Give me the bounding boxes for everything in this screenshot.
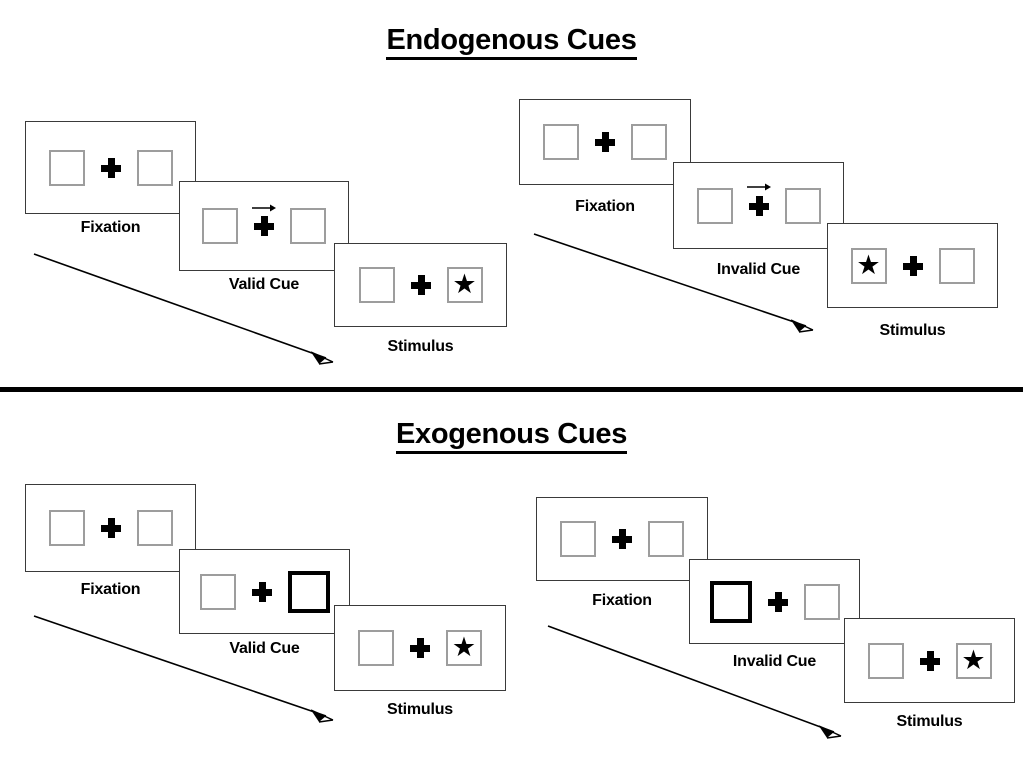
- panel-exogenous-valid-fixation[interactable]: [25, 484, 196, 572]
- section-title-exogenous-text: Exogenous Cues: [395, 418, 627, 454]
- placeholder-box-left: [560, 521, 596, 557]
- target-box-right: ★: [446, 630, 482, 666]
- panel-endogenous-valid-fixation[interactable]: [25, 121, 196, 214]
- panel-content: [690, 560, 859, 643]
- star-icon: ★: [451, 632, 477, 663]
- section-title-exogenous: Exogenous Cues: [0, 418, 1023, 454]
- star-icon: ★: [856, 249, 881, 281]
- placeholder-box-left: [358, 267, 395, 303]
- placeholder-box-left: [543, 124, 579, 160]
- panel-exogenous-invalid-stimulus[interactable]: ★: [844, 618, 1015, 703]
- caption-exogenous-valid-cue: Valid Cue: [229, 640, 300, 657]
- fixation-cross-icon: [767, 591, 788, 612]
- star-icon: ★: [452, 269, 477, 300]
- section-title-endogenous-text: Endogenous Cues: [386, 24, 637, 60]
- fixation-cross-icon: [612, 529, 632, 549]
- target-box-left: ★: [850, 247, 887, 284]
- placeholder-box-right: [938, 247, 975, 284]
- placeholder-box-left: [199, 573, 236, 610]
- target-box-right: ★: [955, 642, 992, 679]
- placeholder-box-left: [696, 187, 733, 224]
- caption-exogenous-invalid-fixation: Fixation: [592, 592, 652, 609]
- fixation-cross-icon: [100, 518, 121, 538]
- fixation-cross-icon: [251, 581, 272, 602]
- placeholder-box-right: [136, 510, 173, 546]
- fixation-cross-icon: [100, 157, 121, 178]
- panel-endogenous-invalid-stimulus[interactable]: ★: [827, 223, 998, 308]
- fixation-cross-icon: [254, 216, 274, 236]
- panel-exogenous-valid-stimulus[interactable]: ★: [334, 605, 506, 691]
- placeholder-box-left: [867, 642, 904, 679]
- placeholder-box-right: [136, 149, 173, 186]
- fixation-cross-icon: [902, 255, 923, 276]
- caption-endogenous-invalid-fixation: Fixation: [575, 198, 635, 215]
- placeholder-box-right: [290, 208, 326, 244]
- caption-exogenous-valid-fixation: Fixation: [80, 581, 141, 598]
- placeholder-box-left: [202, 208, 238, 244]
- panel-exogenous-valid-cue[interactable]: [179, 549, 350, 634]
- panel-endogenous-valid-stimulus[interactable]: ★: [334, 243, 507, 327]
- panel-endogenous-invalid-fixation[interactable]: [519, 99, 691, 185]
- section-divider: [0, 387, 1023, 392]
- placeholder-box-left: [358, 630, 394, 666]
- caption-exogenous-valid-stimulus: Stimulus: [387, 701, 453, 718]
- panel-content: [180, 550, 349, 633]
- caption-endogenous-valid-cue: Valid Cue: [228, 276, 300, 293]
- fixation-cross-icon: [410, 275, 431, 295]
- caption-exogenous-invalid-cue: Invalid Cue: [732, 653, 817, 670]
- panel-endogenous-invalid-cue[interactable]: [673, 162, 844, 249]
- arrow-right-icon: [252, 204, 276, 212]
- placeholder-box-left: [48, 510, 85, 546]
- panel-content: ★: [845, 619, 1014, 702]
- star-icon: ★: [961, 644, 986, 676]
- placeholder-box-left: [48, 149, 85, 186]
- placeholder-box-right: [648, 521, 684, 557]
- panel-exogenous-invalid-fixation[interactable]: [536, 497, 708, 581]
- panel-content: [674, 163, 843, 248]
- fixation-cross-icon: [410, 638, 430, 658]
- placeholder-box-right: [784, 187, 821, 224]
- fixation-cross-icon: [919, 650, 940, 671]
- caption-endogenous-valid-stimulus: Stimulus: [387, 338, 454, 355]
- target-box-right: ★: [446, 267, 483, 303]
- panel-content: ★: [335, 244, 506, 326]
- panel-content: [26, 122, 195, 213]
- panel-exogenous-invalid-cue[interactable]: [689, 559, 860, 644]
- panel-endogenous-valid-cue[interactable]: [179, 181, 349, 271]
- fixation-cross-icon: [748, 195, 769, 216]
- placeholder-box-right: [631, 124, 667, 160]
- fixation-cross-icon: [595, 132, 615, 152]
- section-title-endogenous: Endogenous Cues: [0, 24, 1023, 60]
- placeholder-box-right: [803, 583, 840, 620]
- panel-content: ★: [335, 606, 505, 690]
- caption-exogenous-invalid-stimulus: Stimulus: [896, 713, 963, 730]
- arrow-right-icon: [747, 183, 771, 191]
- panel-content: [537, 498, 707, 580]
- panel-content: [26, 485, 195, 571]
- panel-content: [180, 182, 348, 270]
- panel-content: [520, 100, 690, 184]
- cue-highlight-box-right: [287, 570, 330, 613]
- caption-endogenous-invalid-stimulus: Stimulus: [879, 322, 946, 339]
- caption-endogenous-invalid-cue: Invalid Cue: [716, 261, 801, 278]
- panel-content: ★: [828, 224, 997, 307]
- caption-endogenous-valid-fixation: Fixation: [80, 219, 141, 236]
- cue-highlight-box-left: [709, 580, 752, 623]
